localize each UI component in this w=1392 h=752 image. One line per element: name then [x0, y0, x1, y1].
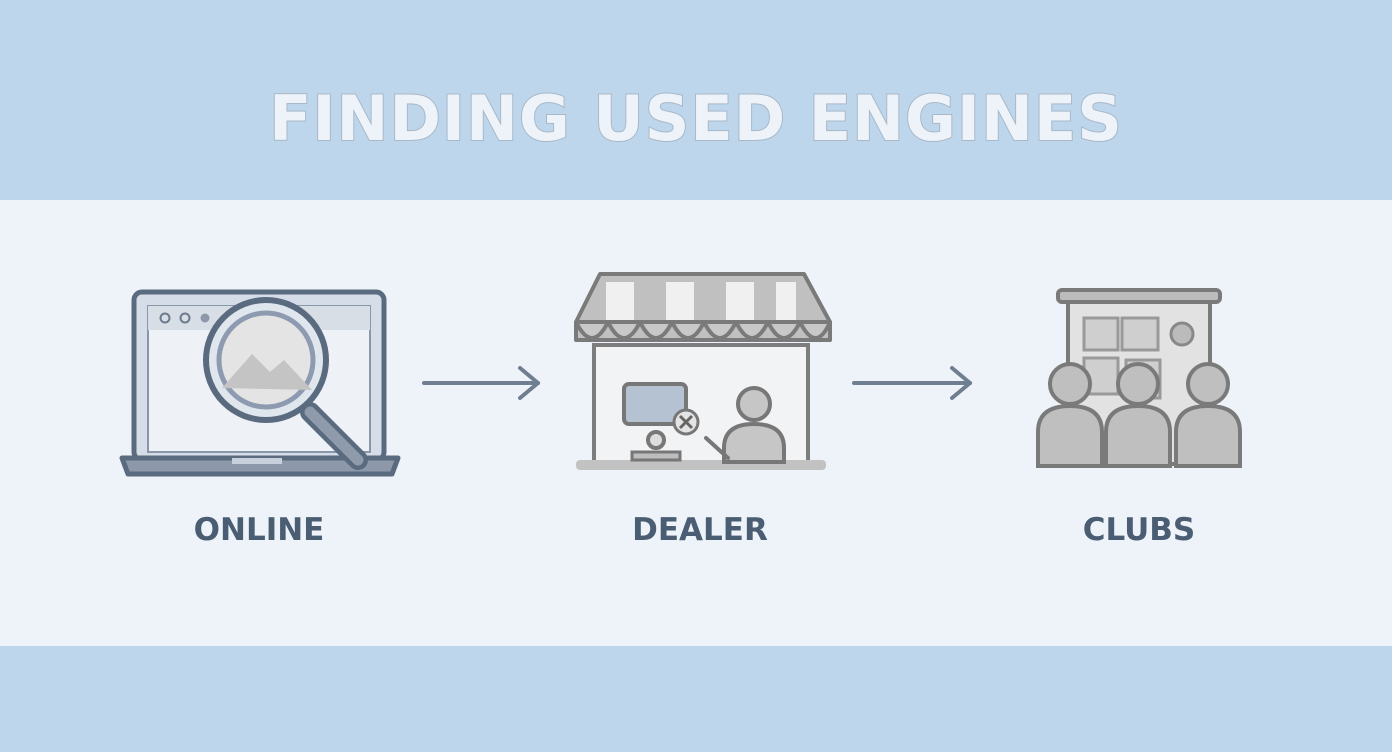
- step-label-clubs: CLUBS: [1082, 512, 1196, 548]
- step-label-dealer: DEALER: [632, 512, 768, 548]
- arrow-right-icon: [422, 366, 540, 400]
- arrow-right-icon: [852, 366, 972, 400]
- laptop-search-icon: [119, 289, 401, 477]
- header-band: [0, 0, 1392, 200]
- club-group-icon: [1036, 288, 1242, 468]
- footer-band: [0, 646, 1392, 752]
- storefront-icon: [574, 272, 832, 470]
- page-title: FINDING USED ENGINES: [268, 81, 1123, 156]
- step-label-online: ONLINE: [193, 512, 325, 548]
